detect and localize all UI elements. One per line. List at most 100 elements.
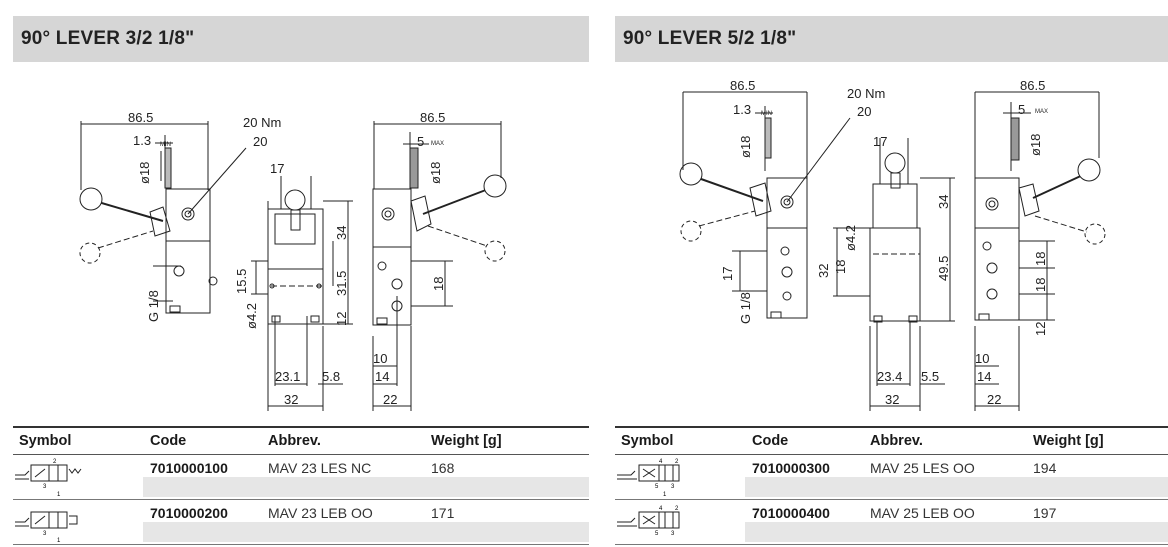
dim-32: 32 [284, 392, 298, 407]
dim-18-b: 18 [1033, 252, 1048, 266]
svg-text:3: 3 [43, 484, 47, 490]
dim-12: 12 [1033, 322, 1048, 336]
dim-31-5: 31.5 [334, 271, 349, 296]
row-weight: 197 [1033, 505, 1057, 521]
valve-symbol-3-2-icon: 2 3 1 [15, 459, 82, 497]
dim-dia-18: ø18 [137, 162, 152, 184]
svg-text:2: 2 [53, 459, 57, 465]
right-product-table: Symbol Code Abbrev. Weight [g] 4 2 5 3 1… [615, 426, 1168, 545]
dim-1-3: 1.3 [733, 102, 751, 117]
header-code: Code [752, 433, 789, 449]
dim-dia-18: ø18 [738, 136, 753, 158]
row-code: 7010000300 [752, 460, 830, 476]
row-weight: 168 [431, 460, 455, 476]
dim-32-v: 32 [816, 264, 831, 278]
dim-5-8: 5.8 [322, 369, 340, 384]
row-code: 7010000200 [150, 505, 228, 521]
dim-5: 5 [417, 134, 424, 149]
dim-14: 14 [977, 369, 991, 384]
dim-15-5: 15.5 [234, 269, 249, 294]
dim-22: 22 [383, 392, 397, 407]
right-dimension-drawing: 86.5 1.3 MIN ø18 20 Nm 20 17 34 ø4.2 18 … [679, 78, 1106, 411]
dim-23-1: 23.1 [275, 369, 300, 384]
left-dimension-drawing: 86.5 1.3 MIN ø18 20 Nm 20 G 1/8 17 34 15… [79, 110, 507, 411]
table-row: 3 1 7010000200 MAV 23 LEB OO 171 [13, 500, 589, 545]
dim-22: 22 [987, 392, 1001, 407]
row-code: 7010000100 [150, 460, 228, 476]
row-abbrev: MAV 25 LES OO [870, 460, 975, 476]
dim-17: 17 [720, 267, 735, 281]
svg-text:2: 2 [675, 506, 679, 512]
dim-min: MIN [761, 111, 772, 117]
dim-max: MAX [1035, 109, 1048, 115]
dim-g18: G 1/8 [146, 290, 161, 322]
dim-86-5-a: 86.5 [730, 78, 755, 93]
table-header: Symbol Code Abbrev. Weight [g] [13, 426, 589, 455]
dim-32: 32 [885, 392, 899, 407]
row-abbrev: MAV 23 LES NC [268, 460, 372, 476]
header-weight: Weight [g] [1033, 433, 1104, 449]
dim-dia-4-2: ø4.2 [244, 303, 259, 329]
dim-14: 14 [375, 369, 389, 384]
svg-text:5: 5 [655, 484, 659, 490]
dim-20: 20 [857, 104, 871, 119]
svg-text:4: 4 [659, 506, 663, 512]
svg-text:2: 2 [675, 459, 679, 465]
svg-text:3: 3 [43, 531, 47, 537]
header-code: Code [150, 433, 187, 449]
row-weight: 194 [1033, 460, 1057, 476]
dim-34: 34 [936, 195, 951, 209]
dim-20nm: 20 Nm [243, 115, 281, 130]
dim-17: 17 [270, 161, 284, 176]
svg-text:1: 1 [57, 538, 61, 542]
valve-symbol-5-2-icon: 4 2 5 3 [617, 506, 680, 537]
svg-text:5: 5 [655, 531, 659, 537]
dim-20nm: 20 Nm [847, 86, 885, 101]
svg-text:1: 1 [663, 492, 667, 497]
dim-dia-18-b: ø18 [1028, 134, 1043, 156]
row-abbrev: MAV 25 LEB OO [870, 505, 975, 521]
dim-5: 5 [1018, 102, 1025, 117]
dim-12: 12 [334, 312, 349, 326]
table-header: Symbol Code Abbrev. Weight [g] [615, 426, 1168, 455]
dim-86-5-a: 86.5 [128, 110, 153, 125]
table-row: 4 2 5 3 7010000400 MAV 25 LEB OO 197 [615, 500, 1168, 545]
valve-symbol-5-2-icon: 4 2 5 3 1 [617, 459, 680, 497]
left-panel: 90° LEVER 3/2 1/8" [13, 16, 589, 545]
table-row: 4 2 5 3 1 7010000300 MAV 25 LES OO 194 [615, 455, 1168, 500]
dim-20: 20 [253, 134, 267, 149]
dim-5-5: 5.5 [921, 369, 939, 384]
header-abbrev: Abbrev. [870, 433, 923, 449]
dim-49-5: 49.5 [936, 256, 951, 281]
svg-text:1: 1 [57, 492, 61, 497]
valve-symbol-3-2-icon: 3 1 [15, 511, 78, 542]
header-symbol: Symbol [621, 433, 674, 449]
header-weight: Weight [g] [431, 433, 502, 449]
dim-23-4: 23.4 [877, 369, 902, 384]
dim-min: MIN [160, 142, 171, 148]
dim-18-a: 18 [833, 260, 848, 274]
header-symbol: Symbol [19, 433, 72, 449]
header-abbrev: Abbrev. [268, 433, 321, 449]
svg-text:4: 4 [659, 459, 663, 465]
right-title: 90° LEVER 5/2 1/8" [615, 16, 1168, 62]
row-weight: 171 [431, 505, 455, 521]
dim-10: 10 [373, 351, 387, 366]
svg-text:3: 3 [671, 484, 675, 490]
dim-dia-4-2: ø4.2 [843, 225, 858, 251]
valve-body [165, 240, 211, 314]
dim-g18: G 1/8 [738, 292, 753, 324]
dim-1-3: 1.3 [133, 133, 151, 148]
dim-18: 18 [431, 277, 446, 291]
row-abbrev: MAV 23 LEB OO [268, 505, 373, 521]
dim-86-5-b: 86.5 [420, 110, 445, 125]
table-row: 2 3 1 7010000100 MAV 23 LES NC 168 [13, 455, 589, 500]
dim-17-top: 17 [873, 134, 887, 149]
row-code: 7010000400 [752, 505, 830, 521]
svg-text:3: 3 [671, 531, 675, 537]
left-product-table: Symbol Code Abbrev. Weight [g] 2 3 1 701… [13, 426, 589, 545]
dim-34: 34 [334, 226, 349, 240]
dim-10: 10 [975, 351, 989, 366]
dim-max: MAX [431, 141, 444, 147]
dim-86-5-b: 86.5 [1020, 78, 1045, 93]
